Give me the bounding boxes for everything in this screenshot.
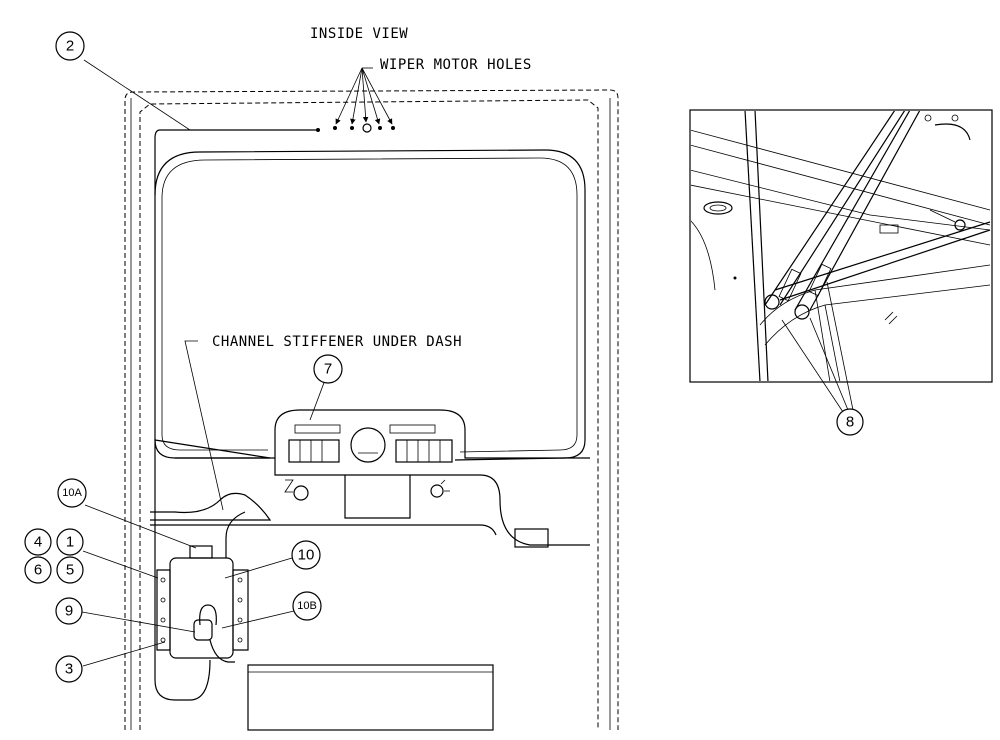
- detail-inset: [689, 109, 993, 413]
- windshield: [154, 149, 586, 461]
- callout-7: 7: [313, 354, 343, 384]
- svg-text:6: 6: [34, 562, 42, 579]
- svg-text:1: 1: [66, 534, 74, 551]
- callout-10b: 10B: [292, 591, 322, 621]
- svg-text:2: 2: [66, 38, 74, 55]
- switch-panel: [284, 424, 453, 501]
- svg-text:10A: 10A: [62, 487, 82, 499]
- svg-text:3: 3: [65, 661, 73, 678]
- svg-text:9: 9: [65, 603, 73, 620]
- channel-stiffener-label: CHANNEL STIFFENER UNDER DASH: [212, 334, 462, 350]
- callout-10a: 10A: [57, 478, 87, 508]
- wiper-motor-holes: [333, 67, 395, 133]
- leader-lines: [81, 59, 326, 667]
- dashboard: [150, 409, 590, 731]
- svg-text:7: 7: [324, 361, 332, 378]
- callout-1: 1: [56, 528, 84, 556]
- callout-5: 5: [56, 556, 84, 584]
- inside-view-title: INSIDE VIEW: [310, 26, 408, 42]
- callout-8: 8: [836, 408, 864, 436]
- callout-2: 2: [55, 31, 85, 61]
- wiper-harness: [154, 128, 320, 701]
- callout-9: 9: [55, 597, 83, 625]
- cab-outline: [124, 89, 619, 730]
- svg-text:10: 10: [298, 547, 315, 564]
- svg-text:4: 4: [34, 534, 42, 551]
- svg-text:5: 5: [66, 562, 74, 579]
- washer-reservoir-assembly: [156, 511, 249, 701]
- svg-text:10B: 10B: [297, 600, 317, 612]
- wiper-motor-holes-label: WIPER MOTOR HOLES: [380, 57, 532, 73]
- callout-10: 10: [291, 540, 321, 570]
- callout-3: 3: [55, 655, 83, 683]
- callout-4: 4: [24, 528, 52, 556]
- callout-6: 6: [24, 556, 52, 584]
- svg-text:8: 8: [846, 414, 854, 431]
